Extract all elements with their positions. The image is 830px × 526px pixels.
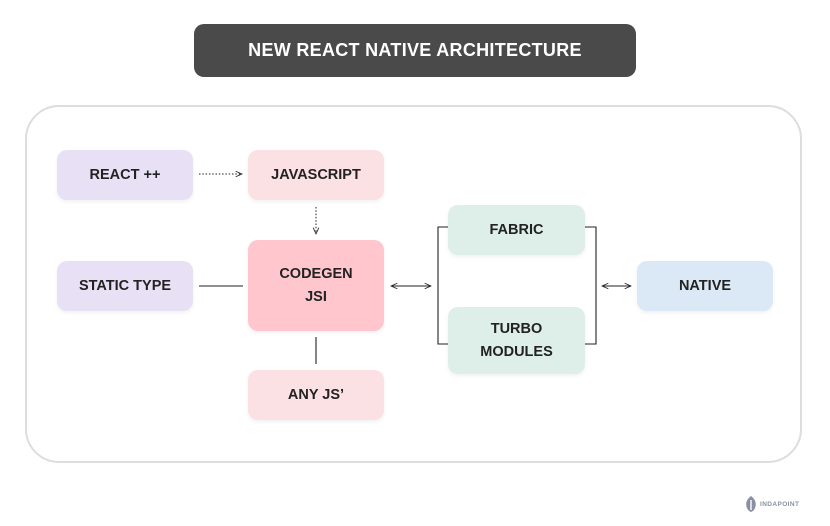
- node-javascript: JAVASCRIPT: [248, 150, 384, 200]
- node-react-plus-plus-label: REACT ++: [89, 166, 161, 183]
- node-turbo-modules: TURBO MODULES: [448, 307, 585, 374]
- node-static-type: STATIC TYPE: [57, 261, 193, 311]
- node-codegen-jsi: CODEGEN JSI: [248, 240, 384, 331]
- node-any-js-label: ANY JS’: [287, 386, 345, 403]
- node-javascript-label: JAVASCRIPT: [271, 166, 361, 183]
- node-fabric: FABRIC: [448, 205, 585, 255]
- bracket-left: [437, 226, 448, 345]
- brand-name: INDAPOINT: [760, 500, 800, 508]
- node-react-plus-plus: REACT ++: [57, 150, 193, 200]
- node-codegen-jsi-label: CODEGEN JSI: [279, 265, 353, 305]
- brand-logo: INDAPOINT: [744, 494, 806, 514]
- node-fabric-label: FABRIC: [489, 221, 544, 238]
- diagram-title: NEW REACT NATIVE ARCHITECTURE: [194, 24, 636, 77]
- node-any-js: ANY JS’: [248, 370, 384, 420]
- node-turbo-modules-label: TURBO MODULES: [480, 320, 553, 360]
- node-native: NATIVE: [637, 261, 773, 311]
- bracket-right: [585, 226, 597, 345]
- node-native-label: NATIVE: [678, 277, 732, 294]
- indapoint-logo-icon: [746, 496, 756, 512]
- node-static-type-label: STATIC TYPE: [78, 277, 172, 294]
